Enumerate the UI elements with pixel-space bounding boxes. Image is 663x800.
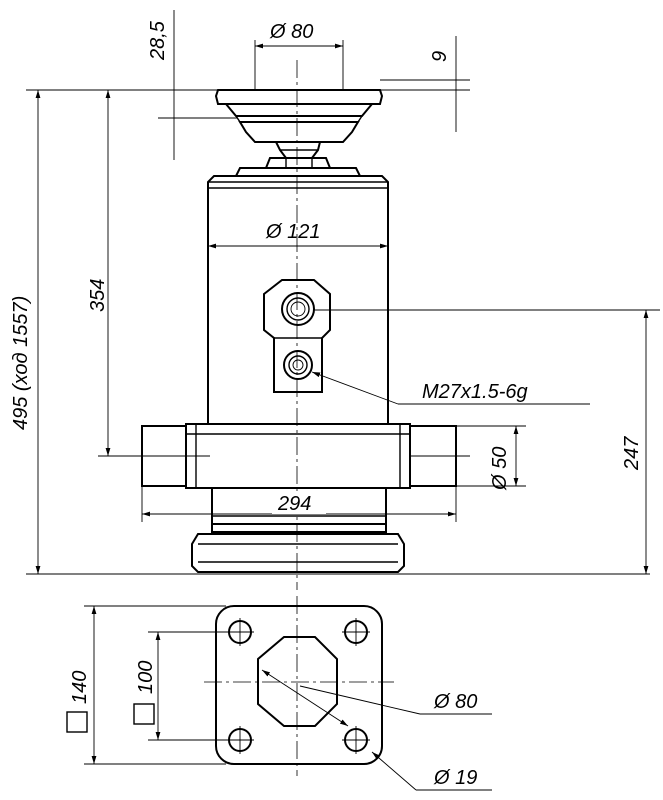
front-view: 28,5 Ø 80 9 495 (ход 1557) 354 (10, 10, 660, 590)
flange-plate (215, 605, 383, 765)
dim-flange-phi80: Ø 80 (261, 669, 492, 727)
dim-247-label: 247 (621, 436, 643, 471)
bolt-holes (226, 618, 370, 754)
dim-28-5-label: 28,5 (147, 20, 169, 61)
dim-flange-100-label: 100 (135, 661, 157, 694)
plan-view: 140 100 Ø 80 Ø 19 (66, 596, 492, 791)
dim-phi50: Ø 50 (410, 425, 526, 491)
dim-flange-phi19-label: Ø 19 (433, 767, 477, 789)
dim-phi80-top: Ø 80 (254, 21, 344, 90)
dim-total-height: 495 (ход 1557) (10, 89, 650, 575)
square-symbol-100 (133, 703, 155, 725)
dim-phi121-label: Ø 121 (265, 221, 320, 243)
dim-phi121: Ø 121 (208, 221, 388, 249)
dim-28-5: 28,5 (147, 10, 238, 160)
dim-phi80-top-label: Ø 80 (269, 21, 313, 43)
dim-9: 9 (380, 36, 470, 132)
thread-leader: M27x1.5-6g (311, 371, 590, 405)
dim-9-label: 9 (429, 51, 451, 62)
square-symbol-140 (66, 711, 88, 733)
octagon-boss (257, 636, 338, 727)
cylinder-body (207, 175, 389, 425)
top-mount (214, 89, 384, 177)
dim-total-height-label: 495 (ход 1557) (10, 296, 32, 430)
thread-label: M27x1.5-6g (422, 381, 528, 403)
dim-354: 354 (87, 90, 210, 457)
dim-294: 294 (141, 486, 457, 522)
dim-247: 247 (314, 309, 660, 574)
dim-flange-140: 140 (66, 605, 226, 765)
dim-354-label: 354 (87, 279, 109, 312)
dim-phi50-label: Ø 50 (489, 447, 511, 491)
hydraulic-port (263, 279, 331, 393)
dim-flange-140-label: 140 (69, 671, 91, 704)
dim-294-label: 294 (277, 493, 311, 515)
dim-flange-100: 100 (133, 631, 240, 741)
dim-flange-phi80-label: Ø 80 (433, 691, 477, 713)
dim-flange-phi19: Ø 19 (371, 751, 492, 791)
